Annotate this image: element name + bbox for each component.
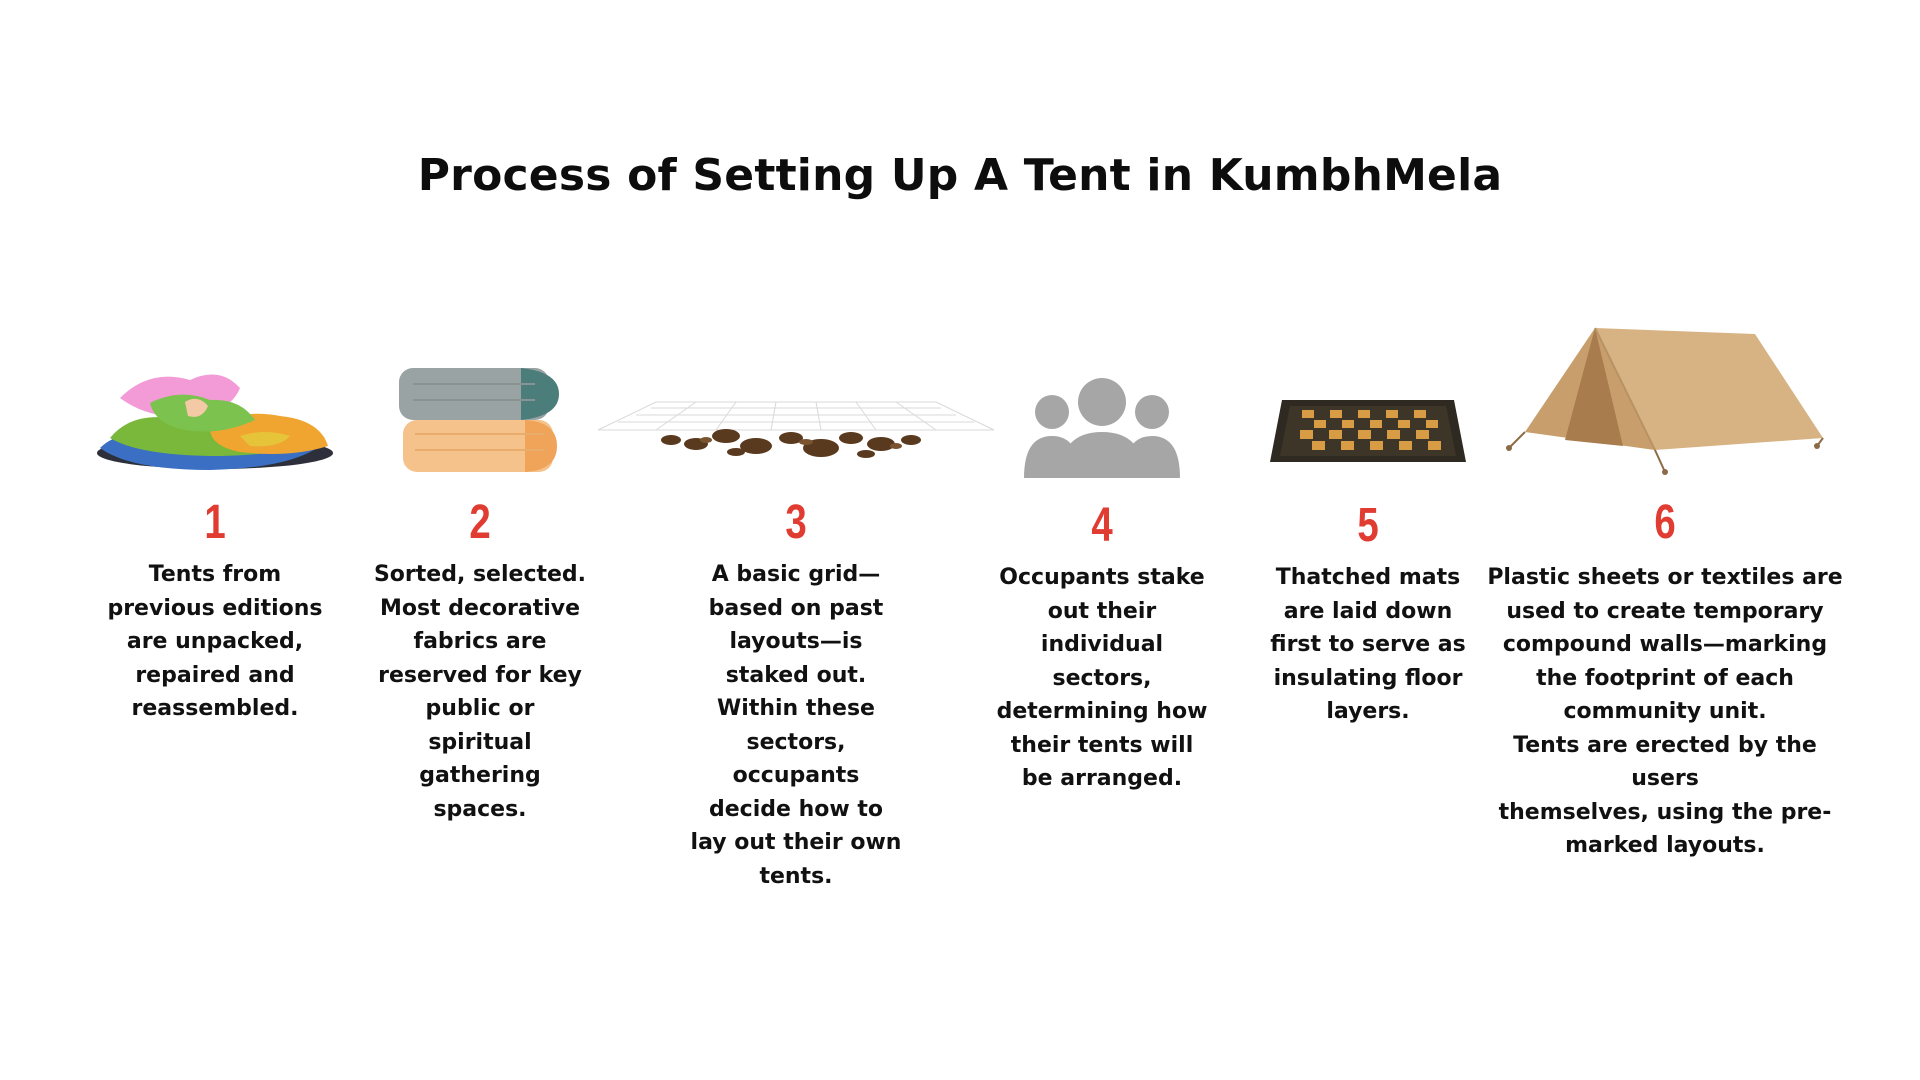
thatched-mat-icon <box>1268 398 1468 468</box>
ground-grid-icon <box>596 400 996 470</box>
page-title: Process of Setting Up A Tent in KumbhMel… <box>417 150 1503 201</box>
step-description: Thatched mats are laid down first to ser… <box>1270 565 1466 724</box>
tent-icon <box>1505 320 1825 480</box>
step-number: 4 <box>1091 499 1113 552</box>
step-description: Sorted, selected. Most decorative fabric… <box>373 562 587 822</box>
step-description: Occupants stake out their individual sec… <box>996 565 1208 791</box>
fabric-pile-icon <box>90 358 340 478</box>
step-number: 1 <box>204 496 226 549</box>
folded-fabrics-icon <box>395 362 565 477</box>
step-description: Plastic sheets or textiles are used to c… <box>1487 565 1843 858</box>
people-group-icon <box>1022 378 1182 478</box>
step-number: 2 <box>469 496 491 549</box>
step-description: A basic grid— based on past layouts—is s… <box>690 562 902 889</box>
step-number: 3 <box>785 496 807 549</box>
step-number: 6 <box>1654 496 1676 549</box>
step-number: 5 <box>1357 499 1379 552</box>
step-description: Tents from previous editions are unpacke… <box>107 562 323 721</box>
